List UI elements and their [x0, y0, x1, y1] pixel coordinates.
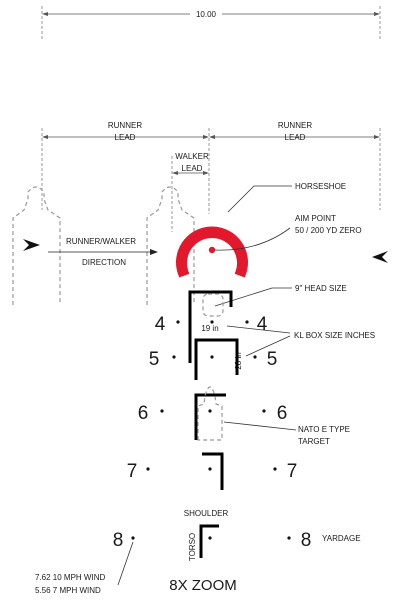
holdover-dot: [208, 409, 212, 413]
horseshoe-leader: [227, 185, 292, 213]
horseshoe-ring: [176, 226, 249, 278]
nato-callout-line1: NATO E TYPE: [298, 425, 350, 434]
yardage-7-left: 7: [127, 461, 138, 482]
walker-lead-arrow-a: [172, 171, 178, 175]
direction-label-line2: DIRECTION: [82, 258, 126, 267]
head-size-outline: [202, 293, 224, 317]
holdover-dot: [160, 409, 164, 413]
lead-dimensions: RUNNER LEAD RUNNER LEAD WALKER LEAD: [41, 121, 381, 232]
yardage-8-right: 8: [301, 530, 312, 551]
holdover-dot: [176, 320, 180, 324]
holdover-dot: [172, 355, 176, 359]
runner-lead-left-arrow-a: [42, 135, 48, 139]
yardage-4-right: 4: [257, 314, 268, 335]
nato-e-type-target: [197, 386, 223, 441]
wind-callout-line1: 7.62 10 MPH WIND: [35, 573, 105, 582]
head-size-leader: [214, 287, 292, 307]
top-dimension: 10.00: [41, 6, 381, 40]
runner-lead-left-arrow-b: [203, 135, 209, 139]
holdover-dot: [146, 467, 150, 471]
walker-lead-line2: LEAD: [182, 164, 203, 173]
direction-label-line1: RUNNER/WALKER: [66, 237, 136, 246]
horseshoe-callout: HORSESHOE: [295, 182, 346, 191]
box-width-dimension: 19 in: [201, 324, 218, 333]
top-dim-arrow-right: [374, 12, 380, 16]
top-dimension-value: 10.00: [196, 10, 217, 19]
holdover-dot: [208, 536, 212, 540]
wind-leader: [117, 541, 134, 586]
runner-lead-left-line2: LEAD: [115, 133, 136, 142]
kl-bracket-7: [202, 452, 224, 490]
holdover-dot: [287, 536, 291, 540]
direction-indicator: RUNNER/WALKER DIRECTION: [48, 237, 158, 267]
runner-lead-right-arrow-a: [209, 135, 215, 139]
aim-point-callout-line2: 50 / 200 YD ZERO: [295, 226, 362, 235]
runner-silhouette-target: [12, 186, 61, 305]
yardage-4-left: 4: [155, 314, 166, 335]
holdover-dot: [131, 536, 135, 540]
yardage-markers: 4 4 5 5 6 6 7 7 8 8: [113, 314, 312, 551]
direction-arrow-head: [150, 249, 158, 255]
wind-callout-line2: 5.56 7 MPH WIND: [35, 586, 101, 595]
yardage-7-right: 7: [287, 461, 298, 482]
kl-box-leader-b: [245, 335, 291, 357]
holdover-dot: [208, 467, 212, 471]
yardage-5-right: 5: [267, 349, 278, 370]
aim-point-callout-line1: AIM POINT: [295, 214, 336, 223]
kl-bracket-4: [188, 290, 233, 363]
holdover-dot: [262, 409, 266, 413]
kl-bracket-6: [194, 393, 226, 440]
walker-lead-arrow-b: [203, 171, 209, 175]
runner-lead-right-line2: LEAD: [285, 133, 306, 142]
head-size-callout: 9" HEAD SIZE: [295, 284, 347, 293]
holdover-dot: [210, 320, 214, 324]
kl-box-brackets: [188, 290, 239, 558]
left-chevron-marker: [23, 239, 40, 251]
yardage-6-left: 6: [138, 403, 149, 424]
yardage-8-left: 8: [113, 530, 124, 551]
yardage-callout: YARDAGE: [322, 534, 361, 543]
yardage-5-left: 5: [149, 349, 160, 370]
zoom-label: 8X ZOOM: [169, 577, 237, 594]
walker-lead-line1: WALKER: [175, 152, 209, 161]
aim-point-leader: [213, 227, 291, 251]
runner-lead-right-line1: RUNNER: [278, 121, 312, 130]
nato-callout-line2: TARGET: [298, 437, 330, 446]
right-chevron-marker: [372, 251, 388, 263]
nato-leader: [223, 421, 297, 431]
holdover-dot: [210, 355, 214, 359]
yardage-6-right: 6: [277, 403, 288, 424]
runner-lead-left-line1: RUNNER: [108, 121, 142, 130]
aim-point-dot: [208, 246, 216, 254]
runner-lead-right-arrow-b: [374, 135, 380, 139]
shoulder-callout: SHOULDER: [184, 509, 229, 518]
top-dim-arrow-left: [42, 12, 48, 16]
torso-callout: TORSO: [188, 533, 197, 561]
kl-box-leader-a: [226, 325, 291, 334]
kl-bracket-8: [199, 524, 219, 558]
kl-bracket-5: [194, 338, 239, 380]
walker-silhouette-target: [146, 186, 195, 305]
holdover-dot: [253, 355, 257, 359]
holdover-dot: [273, 467, 277, 471]
callouts: HORSESHOE AIM POINT 50 / 200 YD ZERO 9" …: [35, 182, 375, 595]
holdover-dot: [245, 320, 249, 324]
kl-box-callout: KL BOX SIZE INCHES: [294, 331, 375, 340]
